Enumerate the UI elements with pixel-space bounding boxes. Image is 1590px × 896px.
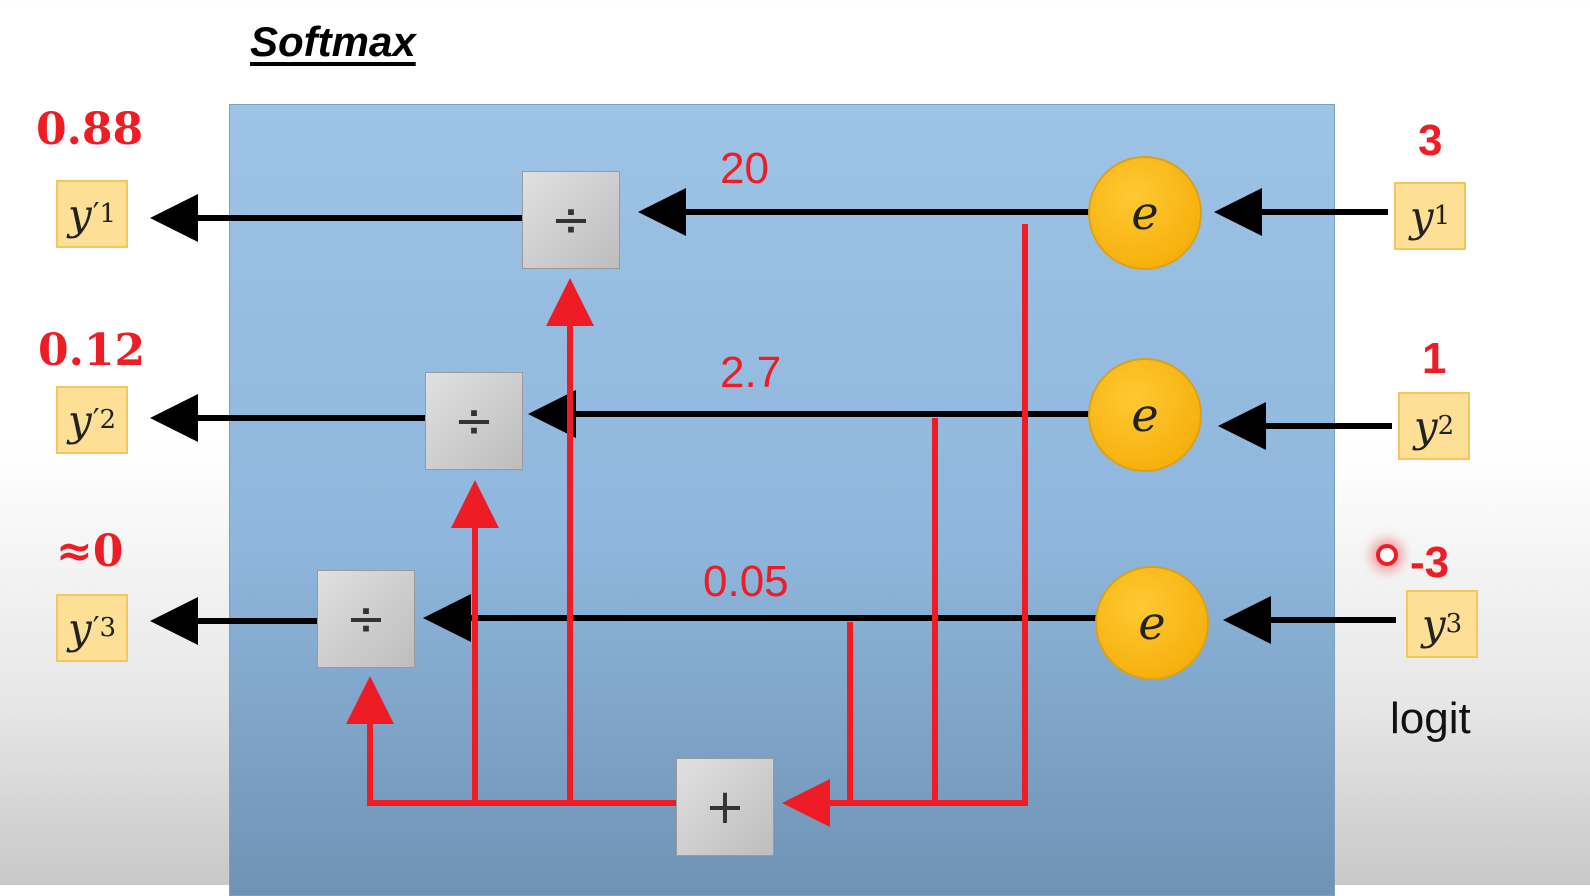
sum-node: +	[676, 758, 774, 856]
logit-caption: logit	[1390, 694, 1471, 743]
output-value-1: 0.88	[36, 104, 144, 155]
divide-node-1: ÷	[522, 171, 620, 269]
exp-value-2: 2.7	[720, 348, 782, 397]
diagram-title: Softmax	[250, 18, 416, 65]
output-var-1: y′1	[56, 180, 128, 248]
output-value-3: ≈0	[56, 526, 124, 577]
exp-node-1: e	[1088, 156, 1202, 270]
divide-node-2: ÷	[425, 372, 523, 470]
sum-output-bus	[346, 676, 676, 806]
input-value-3: -3	[1410, 538, 1450, 587]
input-value-2: 1	[1422, 334, 1447, 383]
exp-node-3: e	[1095, 566, 1209, 680]
exp-value-1: 20	[720, 144, 769, 193]
output-value-2: 0.12	[38, 325, 146, 376]
exp-value-3: 0.05	[703, 557, 789, 606]
output-var-3: y′3	[56, 594, 128, 662]
exp-node-2: e	[1088, 358, 1202, 472]
laser-pointer-icon	[1376, 544, 1398, 566]
input-value-1: 3	[1418, 116, 1443, 165]
divide-node-3: ÷	[317, 570, 415, 668]
output-var-2: y′2	[56, 386, 128, 454]
